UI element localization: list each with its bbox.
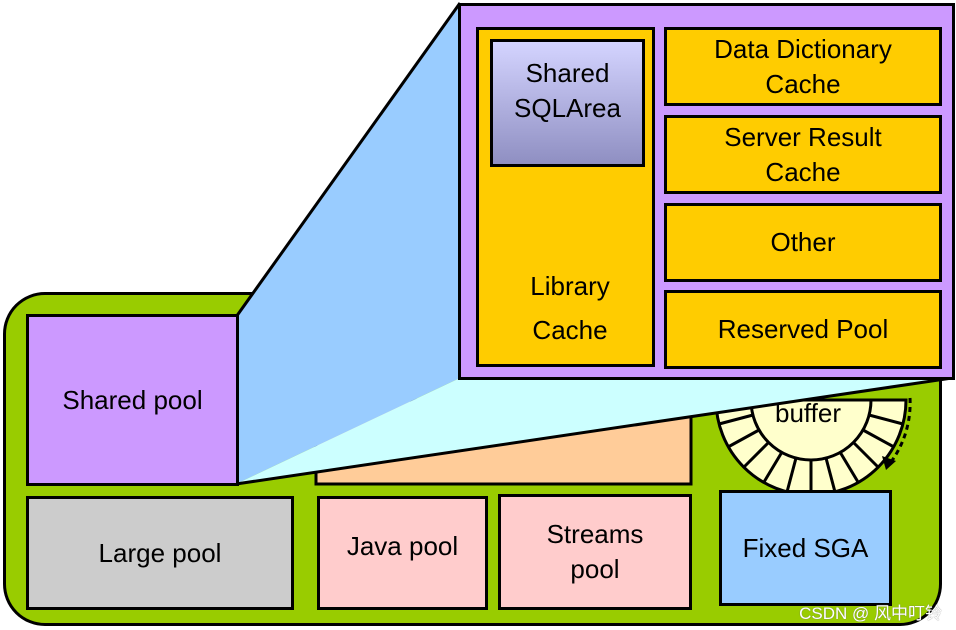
reserved-pool-label: Reserved Pool (717, 314, 889, 344)
other-label: Other (770, 227, 836, 257)
zoom-projection-top (236, 3, 460, 484)
shared-pool-box: Shared pool (26, 314, 239, 486)
shared-sql-area-box: Shared SQLArea (490, 39, 645, 167)
reserved-pool-box: Reserved Pool (664, 290, 942, 369)
data-dictionary-cache-label: Data Dictionary Cache (714, 33, 892, 99)
streams-pool-box: Streams pool (498, 494, 692, 610)
large-pool-box: Large pool (26, 496, 294, 610)
fixed-sga-label: Fixed SGA (742, 532, 869, 563)
large-pool-label: Large pool (98, 537, 222, 568)
server-result-cache-label: Server Result Cache (724, 121, 882, 187)
watermark: CSDN @ 风中叮铃 (799, 604, 942, 623)
java-pool-box: Java pool (317, 496, 488, 610)
fixed-sga-box: Fixed SGA (719, 490, 892, 606)
streams-pool-label: Streams pool (546, 519, 644, 584)
server-result-cache-box: Server Result Cache (664, 115, 942, 194)
java-pool-label: Java pool (346, 530, 459, 561)
other-box: Other (664, 203, 942, 282)
shared-sql-area-label: Shared SQLArea (514, 58, 621, 123)
buffer-label: buffer (774, 398, 841, 428)
shared-pool-label: Shared pool (62, 384, 203, 415)
data-dictionary-cache-box: Data Dictionary Cache (664, 27, 942, 106)
library-cache-label: Library Cache (530, 271, 610, 345)
